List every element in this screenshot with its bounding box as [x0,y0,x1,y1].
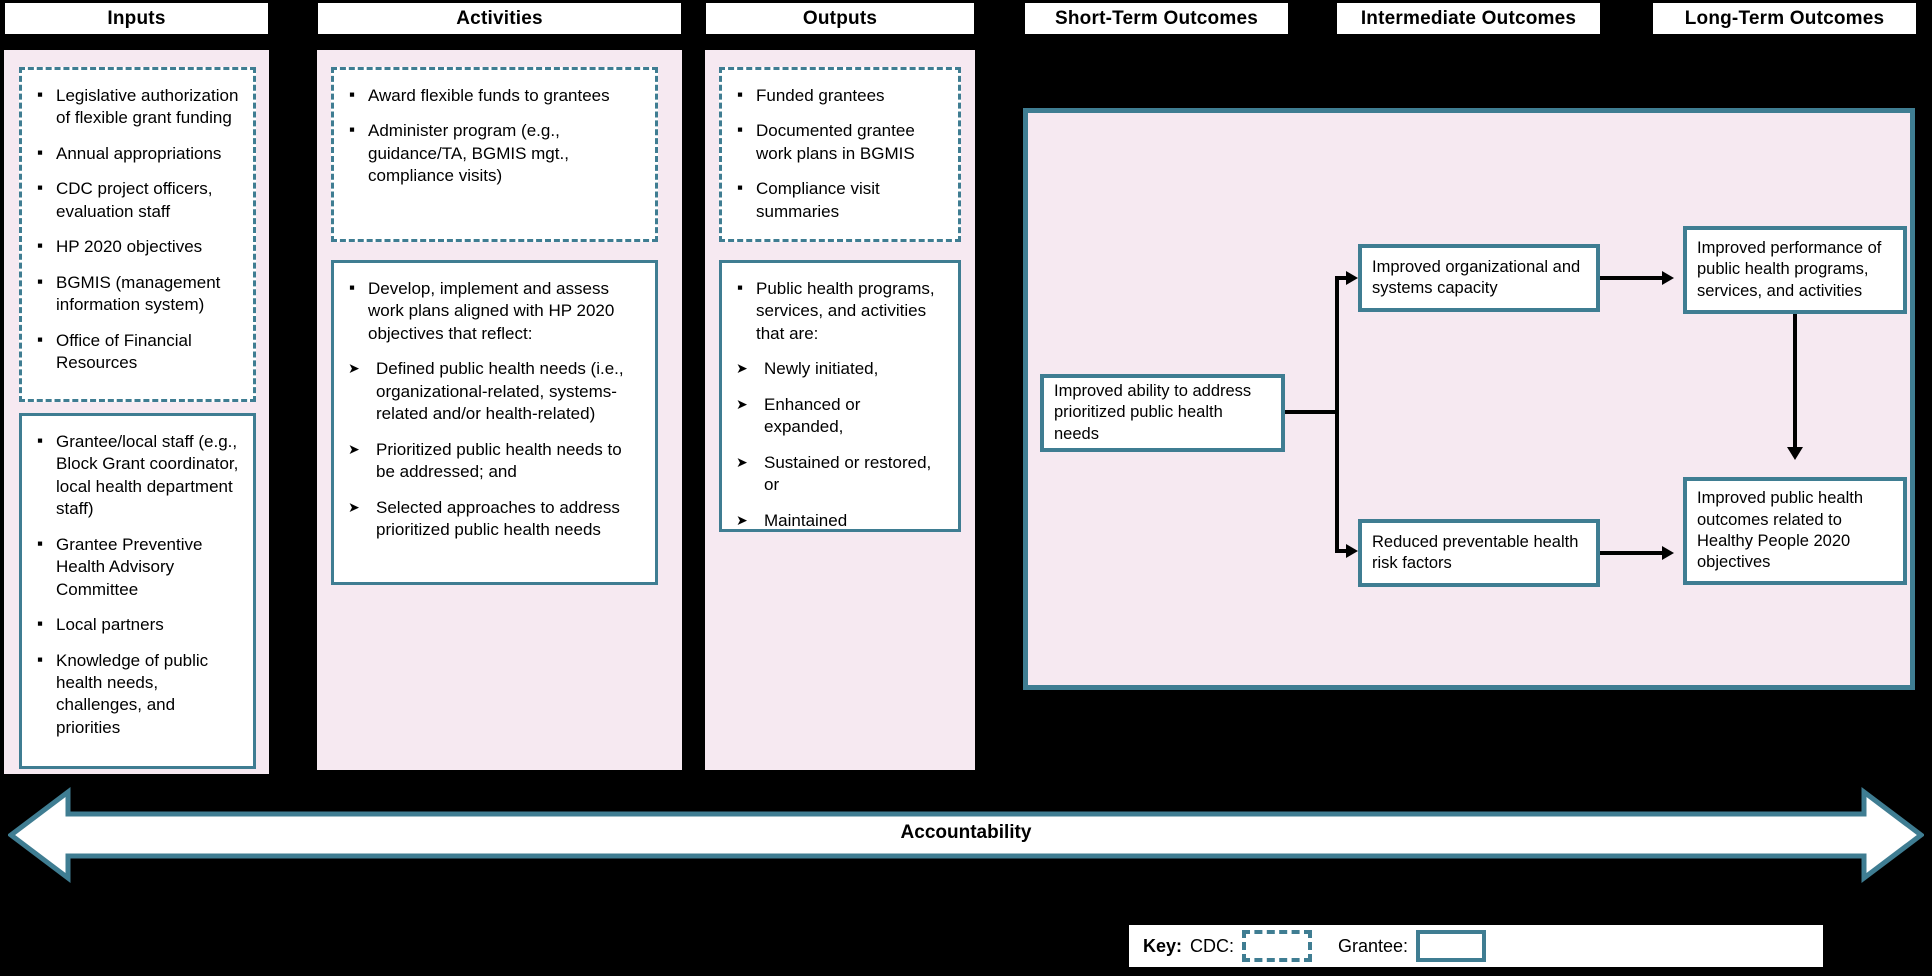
inputs-cdc-box: Legislative authorization of flexible gr… [19,67,256,402]
list-item: Grantee Preventive Health Advisory Commi… [34,533,239,601]
key-grantee-label: Grantee: [1338,935,1409,956]
connector-line [1335,549,1348,553]
list-item: Defined public health needs (i.e., organ… [346,358,641,425]
list-item: Local partners [34,613,239,636]
outputs-cdc-box: Funded grantees Documented grantee work … [719,67,961,242]
list-item: CDC project officers, evaluation staff [34,177,239,223]
activities-cdc-box: Award flexible funds to grantees Adminis… [331,67,658,242]
connector-line [1335,278,1339,553]
list-item: Prioritized public health needs to be ad… [346,439,641,484]
arrowhead-icon [1787,447,1803,460]
arrowhead-icon [1662,271,1674,285]
list-item-lead: Public health programs, services, and ac… [734,277,944,345]
outcome-node-improved-org-capacity: Improved organizational and systems capa… [1358,244,1600,312]
list-item: Award flexible funds to grantees [346,84,641,107]
list-item: Annual appropriations [34,142,239,165]
outputs-cdc-list: Funded grantees Documented grantee work … [734,84,944,223]
connector-line [1600,551,1663,555]
outcomes-panel: Improved ability to address prioritized … [1023,108,1915,690]
activities-grantee-box: Develop, implement and assess work plans… [331,260,658,585]
list-item: Administer program (e.g., guidance/TA, B… [346,119,641,187]
list-item: Selected approaches to address prioritiz… [346,497,641,542]
outcome-node-improved-performance: Improved performance of public health pr… [1683,226,1907,314]
column-header-activities: Activities [317,2,682,35]
activities-grantee-list: Develop, implement and assess work plans… [346,277,641,542]
outputs-grantee-box: Public health programs, services, and ac… [719,260,961,532]
accountability-label: Accountability [900,822,1032,843]
activities-cdc-list: Award flexible funds to grantees Adminis… [346,84,641,188]
inputs-grantee-list: Grantee/local staff (e.g., Block Grant c… [34,430,239,740]
list-item: Legislative authorization of flexible gr… [34,84,239,130]
list-item: Documented grantee work plans in BGMIS [734,119,944,165]
arrowhead-icon [1346,271,1358,285]
outputs-grantee-list: Public health programs, services, and ac… [734,277,944,532]
connector-line [1600,276,1663,280]
list-item: Office of Financial Resources [34,329,239,375]
list-item: Sustained or restored, or [734,452,944,497]
inputs-cdc-list: Legislative authorization of flexible gr… [34,84,239,375]
list-item: Enhanced or expanded, [734,394,944,439]
outcome-node-short-term: Improved ability to address prioritized … [1040,374,1285,452]
arrowhead-icon [1346,544,1358,558]
connector-line [1285,410,1339,414]
accountability-arrow: Accountability [6,786,1926,884]
column-header-inputs: Inputs [4,2,269,35]
column-header-intermediate-outcomes: Intermediate Outcomes [1336,2,1601,35]
list-item: Newly initiated, [734,358,944,380]
arrowhead-icon [1662,546,1674,560]
key-title: Key: [1143,935,1183,956]
column-header-short-term-outcomes: Short-Term Outcomes [1024,2,1289,35]
key-cdc-label: CDC: [1190,935,1235,956]
key-legend: Key: CDC: Grantee: [1129,925,1823,967]
connector-line [1335,276,1348,280]
list-item: Knowledge of public health needs, challe… [34,649,239,740]
outcome-node-reduced-risk-factors: Reduced preventable health risk factors [1358,519,1600,587]
column-header-outputs: Outputs [705,2,975,35]
connector-line [1793,314,1797,449]
key-cdc-swatch-icon [1242,930,1313,962]
inputs-grantee-box: Grantee/local staff (e.g., Block Grant c… [19,413,256,769]
list-item: HP 2020 objectives [34,235,239,258]
list-item: Funded grantees [734,84,944,107]
outcome-node-improved-outcomes-hp2020: Improved public health outcomes related … [1683,477,1907,585]
list-item: Compliance visit summaries [734,177,944,223]
list-item: Grantee/local staff (e.g., Block Grant c… [34,430,239,521]
list-item: Maintained [734,510,944,532]
key-grantee-swatch-icon [1416,930,1487,962]
list-item-lead: Develop, implement and assess work plans… [346,277,641,345]
double-arrow-icon [6,786,1926,884]
list-item: BGMIS (management information system) [34,271,239,317]
column-header-long-term-outcomes: Long-Term Outcomes [1652,2,1917,35]
